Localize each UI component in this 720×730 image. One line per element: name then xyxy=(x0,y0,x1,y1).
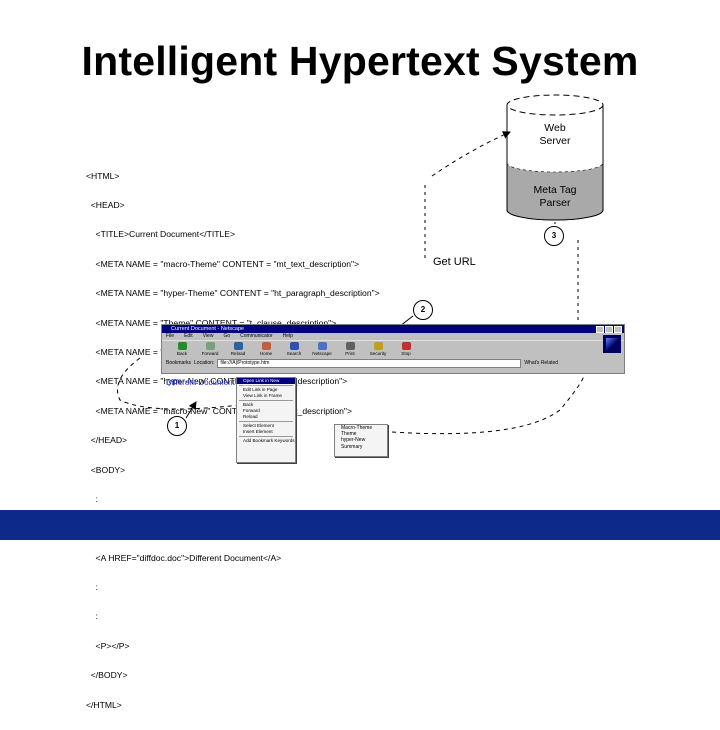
home-icon xyxy=(261,342,271,350)
web-server-label-line2: Server xyxy=(539,135,571,147)
parser-label: Meta Tag Parser xyxy=(515,184,595,210)
search-icon xyxy=(289,342,299,350)
reload-label: Reload xyxy=(230,351,246,356)
browser-title: Current Document - Netscape xyxy=(171,326,245,332)
step-marker-2: 2 xyxy=(413,300,433,320)
code-line: <HTML> xyxy=(86,170,120,181)
web-server-cylinder xyxy=(506,94,604,221)
home-button[interactable]: Home xyxy=(256,341,276,356)
netscape-icon xyxy=(317,342,327,350)
minimize-button[interactable] xyxy=(596,326,604,333)
netscape-label: Netscape xyxy=(312,351,332,356)
code-line: : xyxy=(86,493,98,504)
home-label: Home xyxy=(259,351,273,356)
stop-icon xyxy=(401,342,411,350)
slide-title: Intelligent Hypertext System xyxy=(81,38,639,84)
code-line: : xyxy=(86,582,98,593)
back-icon xyxy=(177,342,187,350)
get-url-label: Get URL xyxy=(433,256,476,268)
code-line: <META NAME = "macro-Theme" CONTENT = "mt… xyxy=(86,258,360,269)
web-server-label-line1: Web xyxy=(544,122,566,134)
security-label: Security xyxy=(369,351,387,356)
arrow-parser-down xyxy=(569,240,579,331)
code-line: <META NAME = "Theme" CONTENT = "t_clause… xyxy=(86,317,337,328)
context-menu-item[interactable]: Reload xyxy=(243,414,258,419)
reload-icon xyxy=(233,342,243,350)
maximize-button[interactable] xyxy=(605,326,613,333)
arrow-submenu-to-parser xyxy=(391,371,586,435)
print-button[interactable]: Print xyxy=(340,341,360,356)
code-line: </HEAD> xyxy=(86,435,128,446)
browser-titlebar: Current Document - Netscape xyxy=(162,325,624,333)
code-line: <P></P> xyxy=(86,640,130,651)
code-line: <BODY> xyxy=(86,464,126,475)
arrow-to-server xyxy=(431,131,511,177)
search-label: Search xyxy=(286,351,302,356)
context-menu-item[interactable]: Forward xyxy=(243,408,260,413)
search-button[interactable]: Search xyxy=(284,341,304,356)
context-menu-item[interactable]: Open Link in New Window xyxy=(237,378,295,389)
context-menu-item[interactable]: Back xyxy=(243,402,254,407)
menu-view[interactable]: View xyxy=(202,333,214,339)
browser-toolbar: Back Forward Reload Home Search Netscape… xyxy=(162,340,624,358)
context-menu-item[interactable]: View Link in Frame xyxy=(243,393,282,398)
forward-label: Forward xyxy=(201,351,219,356)
close-button[interactable] xyxy=(614,326,622,333)
security-button[interactable]: Security xyxy=(368,341,388,356)
menu-go[interactable]: Go xyxy=(223,333,231,339)
print-label: Print xyxy=(345,351,355,356)
menu-file[interactable]: File xyxy=(166,333,175,339)
forward-icon xyxy=(205,342,215,350)
stop-button[interactable]: Stop xyxy=(396,341,416,356)
code-line: : xyxy=(86,611,98,622)
context-menu: Open Link in New Window Edit Link in Pag… xyxy=(236,377,296,463)
bottom-bar xyxy=(0,510,720,540)
print-icon xyxy=(345,342,355,350)
parser-label-line1: Meta Tag xyxy=(533,184,577,196)
diagram-graphics xyxy=(117,94,604,435)
context-menu-item[interactable]: Select Element xyxy=(243,423,274,428)
code-line: <HEAD> xyxy=(86,199,125,210)
forward-button[interactable]: Forward xyxy=(200,341,220,356)
context-menu-item[interactable]: Edit Link in Page xyxy=(243,387,278,392)
back-label: Back xyxy=(176,351,188,356)
step-marker-3: 3 xyxy=(544,226,564,246)
menu-edit[interactable]: Edit xyxy=(184,333,193,339)
context-menu-item[interactable]: Insert Element xyxy=(243,429,273,434)
stop-label: Stop xyxy=(401,351,411,356)
different-document-link[interactable]: Different Document xyxy=(166,378,235,387)
back-button[interactable]: Back xyxy=(172,341,192,356)
menu-help[interactable]: Help xyxy=(282,333,293,339)
lock-icon xyxy=(373,342,383,350)
submenu-item[interactable]: Macro-Theme xyxy=(341,425,373,431)
context-menu-item[interactable]: Add Bookmark Keywords xyxy=(243,438,295,443)
netscape-logo-icon xyxy=(603,335,621,353)
browser-location-bar: Bookmarks Location: file:///A|/Prototype… xyxy=(162,358,624,368)
submenu-item[interactable]: Theme xyxy=(341,431,357,438)
menu-communicator[interactable]: Communicator xyxy=(240,333,273,339)
reload-button[interactable]: Reload xyxy=(228,341,248,356)
bookmarks-button[interactable]: Bookmarks xyxy=(166,360,192,366)
location-input[interactable]: file:///A|/Prototype.htm xyxy=(217,358,522,368)
submenu-item[interactable]: hyper-New xyxy=(341,437,366,444)
whats-related-button[interactable]: What's Related xyxy=(524,360,559,366)
parser-label-line2: Parser xyxy=(539,197,571,209)
web-server-label: Web Server xyxy=(520,122,590,148)
code-line: <TITLE>Current Document</TITLE> xyxy=(86,229,236,240)
slide: Intelligent Hypertext System <HTML> <HEA… xyxy=(0,38,720,709)
code-line: </HTML> xyxy=(86,699,122,710)
submenu-item[interactable]: Summary xyxy=(341,443,363,450)
browser-menubar: File Edit View Go Communicator Help xyxy=(162,333,624,340)
code-line: <META NAME = "hyper-Theme" CONTENT = "ht… xyxy=(86,288,380,299)
location-label: Location: xyxy=(194,360,215,366)
code-line: </BODY> xyxy=(86,670,128,681)
browser-window: Current Document - Netscape File Edit Vi… xyxy=(161,324,625,374)
code-line: <A HREF="diffdoc.doc">Different Document… xyxy=(86,552,282,563)
meta-submenu: Macro-Theme Theme hyper-New Summary xyxy=(334,424,388,457)
netscape-button[interactable]: Netscape xyxy=(312,341,332,356)
step-marker-1: 1 xyxy=(167,416,187,436)
